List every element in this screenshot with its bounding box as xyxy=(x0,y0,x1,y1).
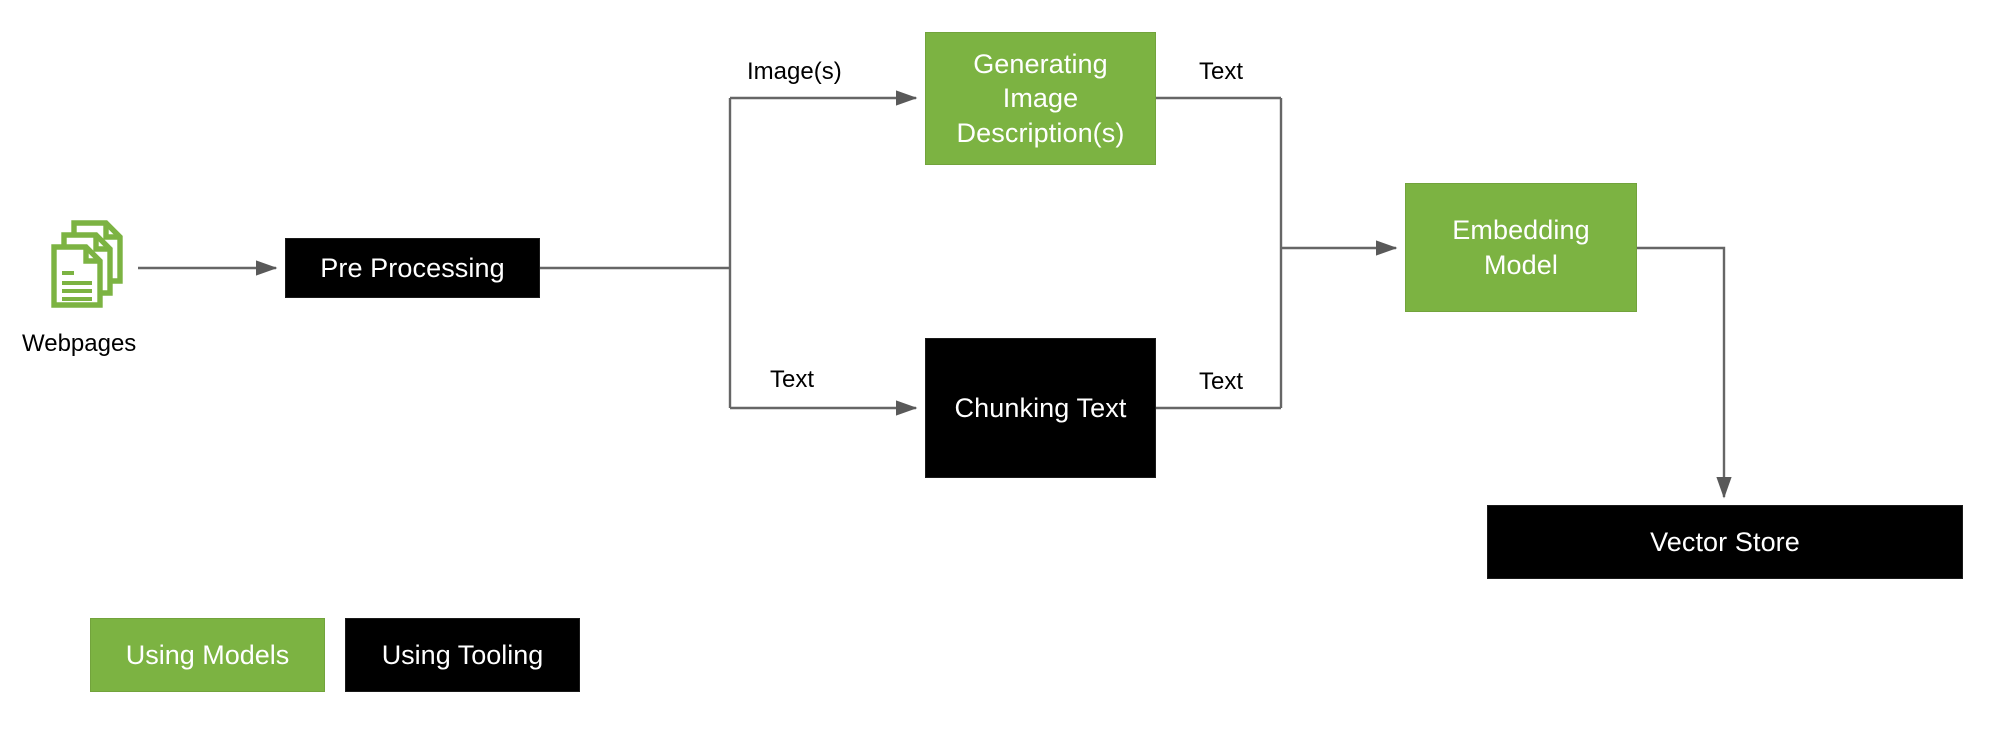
node-label-embedding-line1: Embedding xyxy=(1452,215,1590,246)
node-label-chunking-text: Chunking Text xyxy=(954,392,1127,423)
source-caption-webpages: Webpages xyxy=(22,330,137,357)
node-label-generating-line2: Image xyxy=(1002,83,1079,114)
node-label-pre-processing: Pre Processing xyxy=(320,252,505,283)
edge-label-image-description-output: Text xyxy=(1199,58,1244,85)
node-chunking-text[interactable]: Chunking Text xyxy=(925,338,1156,478)
edge-label-images-branch: Image(s) xyxy=(747,58,842,85)
documents-icon xyxy=(48,218,140,314)
legend-label-using-tooling: Using Tooling xyxy=(381,639,544,670)
node-label-generating-line3: Description(s) xyxy=(956,117,1125,148)
node-generating-image-descriptions[interactable]: Generating Image Description(s) xyxy=(925,32,1156,165)
legend-item-using-models[interactable]: Using Models xyxy=(90,618,325,692)
legend-label-using-models: Using Models xyxy=(125,639,290,670)
edge-label-text-branch: Text xyxy=(770,366,815,393)
node-pre-processing[interactable]: Pre Processing xyxy=(285,238,540,298)
edge-label-chunk-output: Text xyxy=(1199,368,1244,395)
edge-embedding-to-vectorstore xyxy=(1637,246,1732,499)
node-label-vector-store: Vector Store xyxy=(1650,526,1800,557)
node-label-generating-line1: Generating xyxy=(973,49,1108,80)
legend-item-using-tooling[interactable]: Using Tooling xyxy=(345,618,580,692)
node-vector-store[interactable]: Vector Store xyxy=(1487,505,1963,579)
node-label-embedding-line2: Model xyxy=(1483,249,1559,280)
node-embedding-model[interactable]: Embedding Model xyxy=(1405,183,1637,312)
